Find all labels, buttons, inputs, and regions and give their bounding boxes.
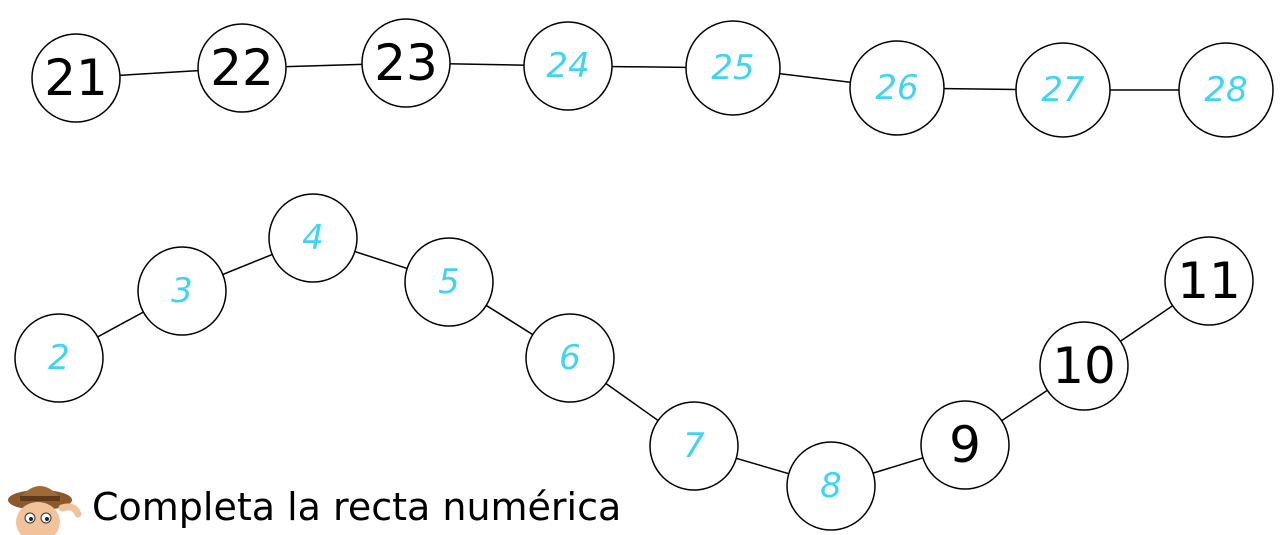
node-circle: [361, 18, 451, 108]
top-row-node: 25: [685, 20, 781, 116]
printed-number: 23: [374, 34, 438, 92]
bottom-row-node: 2: [14, 313, 104, 403]
handwritten-number: 26: [875, 68, 918, 108]
bottom-row-node: 10: [1039, 321, 1129, 411]
node-circle: [1039, 321, 1129, 411]
node-circle: [525, 313, 615, 403]
bottom-row-node: 5: [404, 237, 494, 327]
handwritten-number: 3: [171, 271, 193, 311]
handwritten-number: 5: [438, 262, 460, 302]
bottom-row-node: 3: [137, 246, 227, 336]
handwritten-number: 28: [1204, 70, 1247, 110]
handwritten-number: 8: [820, 466, 842, 506]
node-circle: [920, 400, 1010, 490]
bottom-row-node: 7: [649, 401, 739, 491]
node-circle: [523, 21, 613, 111]
printed-number: 21: [44, 49, 108, 107]
handwritten-number: 7: [683, 426, 705, 466]
node-circle: [197, 23, 287, 113]
node-circle: [268, 193, 358, 283]
node-circle: [14, 313, 104, 403]
node-circle: [1164, 236, 1254, 326]
top-row-node: 23: [361, 18, 451, 108]
node-circle: [1178, 42, 1274, 138]
bottom-row-node: 9: [920, 400, 1010, 490]
handwritten-number: 2: [48, 338, 70, 378]
handwritten-number: 25: [711, 48, 754, 88]
node-circle: [404, 237, 494, 327]
node-circle: [31, 33, 121, 123]
handwritten-number: 4: [302, 218, 324, 258]
top-row-node: 28: [1178, 42, 1274, 138]
bottom-row-node: 6: [525, 313, 615, 403]
node-circle: [786, 441, 876, 531]
node-circle: [649, 401, 739, 491]
instruction-text: Completa la recta numérica: [92, 485, 622, 529]
printed-number: 10: [1052, 337, 1116, 395]
bottom-row-node: 11: [1164, 236, 1254, 326]
handwritten-number: 27: [1041, 70, 1085, 110]
bottom-row-node: 4: [268, 193, 358, 283]
printed-number: 9: [949, 416, 981, 474]
node-circle: [849, 40, 945, 136]
top-row-node: 26: [849, 40, 945, 136]
printed-number: 22: [210, 39, 274, 97]
top-row-node: 27: [1015, 42, 1111, 138]
handwritten-number: 24: [546, 46, 589, 86]
node-circle: [137, 246, 227, 336]
bottom-row-node: 8: [786, 441, 876, 531]
node-circle: [685, 20, 781, 116]
node-circle: [1015, 42, 1111, 138]
printed-number: 11: [1177, 252, 1241, 310]
top-row-node: 21: [31, 33, 121, 123]
top-row-node: 22: [197, 23, 287, 113]
explorer-boy-icon: [0, 478, 90, 535]
top-row-node: 24: [523, 21, 613, 111]
handwritten-number: 6: [559, 338, 581, 378]
